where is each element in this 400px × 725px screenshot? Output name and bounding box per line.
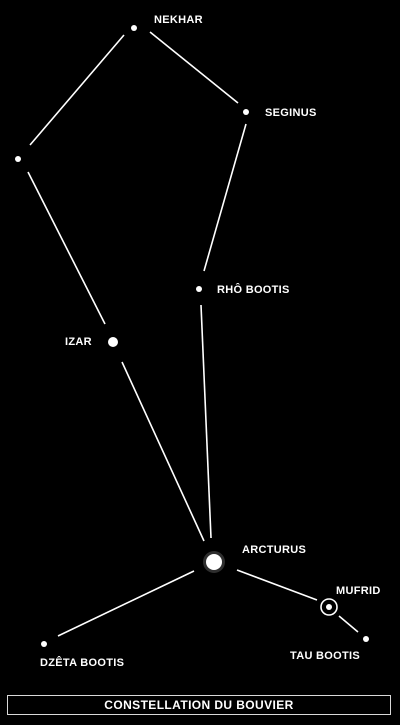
label-dzeta: DZÊTA BOOTIS (40, 656, 124, 669)
title-box: CONSTELLATION DU BOUVIER (7, 695, 391, 715)
label-mufrid: MUFRID (336, 585, 381, 597)
diagram-title: CONSTELLATION DU BOUVIER (104, 698, 294, 712)
star-seginus (243, 109, 249, 115)
line-nekhar-seginus (149, 31, 239, 104)
star-rho (196, 286, 202, 292)
line-unnamed-izar (27, 171, 106, 325)
star-unnamed (15, 156, 21, 162)
star-mufrid (326, 604, 332, 610)
line-mufrid-tau (338, 615, 359, 633)
line-rho-arcturus (200, 304, 212, 539)
star-tau (363, 636, 369, 642)
label-arcturus: ARCTURUS (242, 544, 306, 556)
line-nekhar-unnamed (29, 34, 125, 146)
line-arcturus-dzeta (57, 570, 195, 637)
label-rho: RHÔ BOOTIS (217, 283, 290, 296)
star-labels: NEKHAR SEGINUS RHÔ BOOTIS IZAR ARCTURUS … (40, 14, 381, 669)
stars (15, 25, 369, 647)
line-seginus-rho (203, 123, 247, 272)
star-mufrid-ring (320, 598, 338, 616)
star-arcturus (206, 554, 222, 570)
label-izar: IZAR (65, 336, 92, 348)
star-nekhar (131, 25, 137, 31)
star-dzeta (41, 641, 47, 647)
line-izar-arcturus (121, 361, 205, 542)
constellation-lines (27, 31, 359, 637)
star-izar (108, 337, 118, 347)
label-nekhar: NEKHAR (154, 14, 203, 26)
label-tau: TAU BOOTIS (290, 650, 360, 662)
line-arcturus-mufrid (236, 569, 318, 601)
label-seginus: SEGINUS (265, 107, 317, 119)
